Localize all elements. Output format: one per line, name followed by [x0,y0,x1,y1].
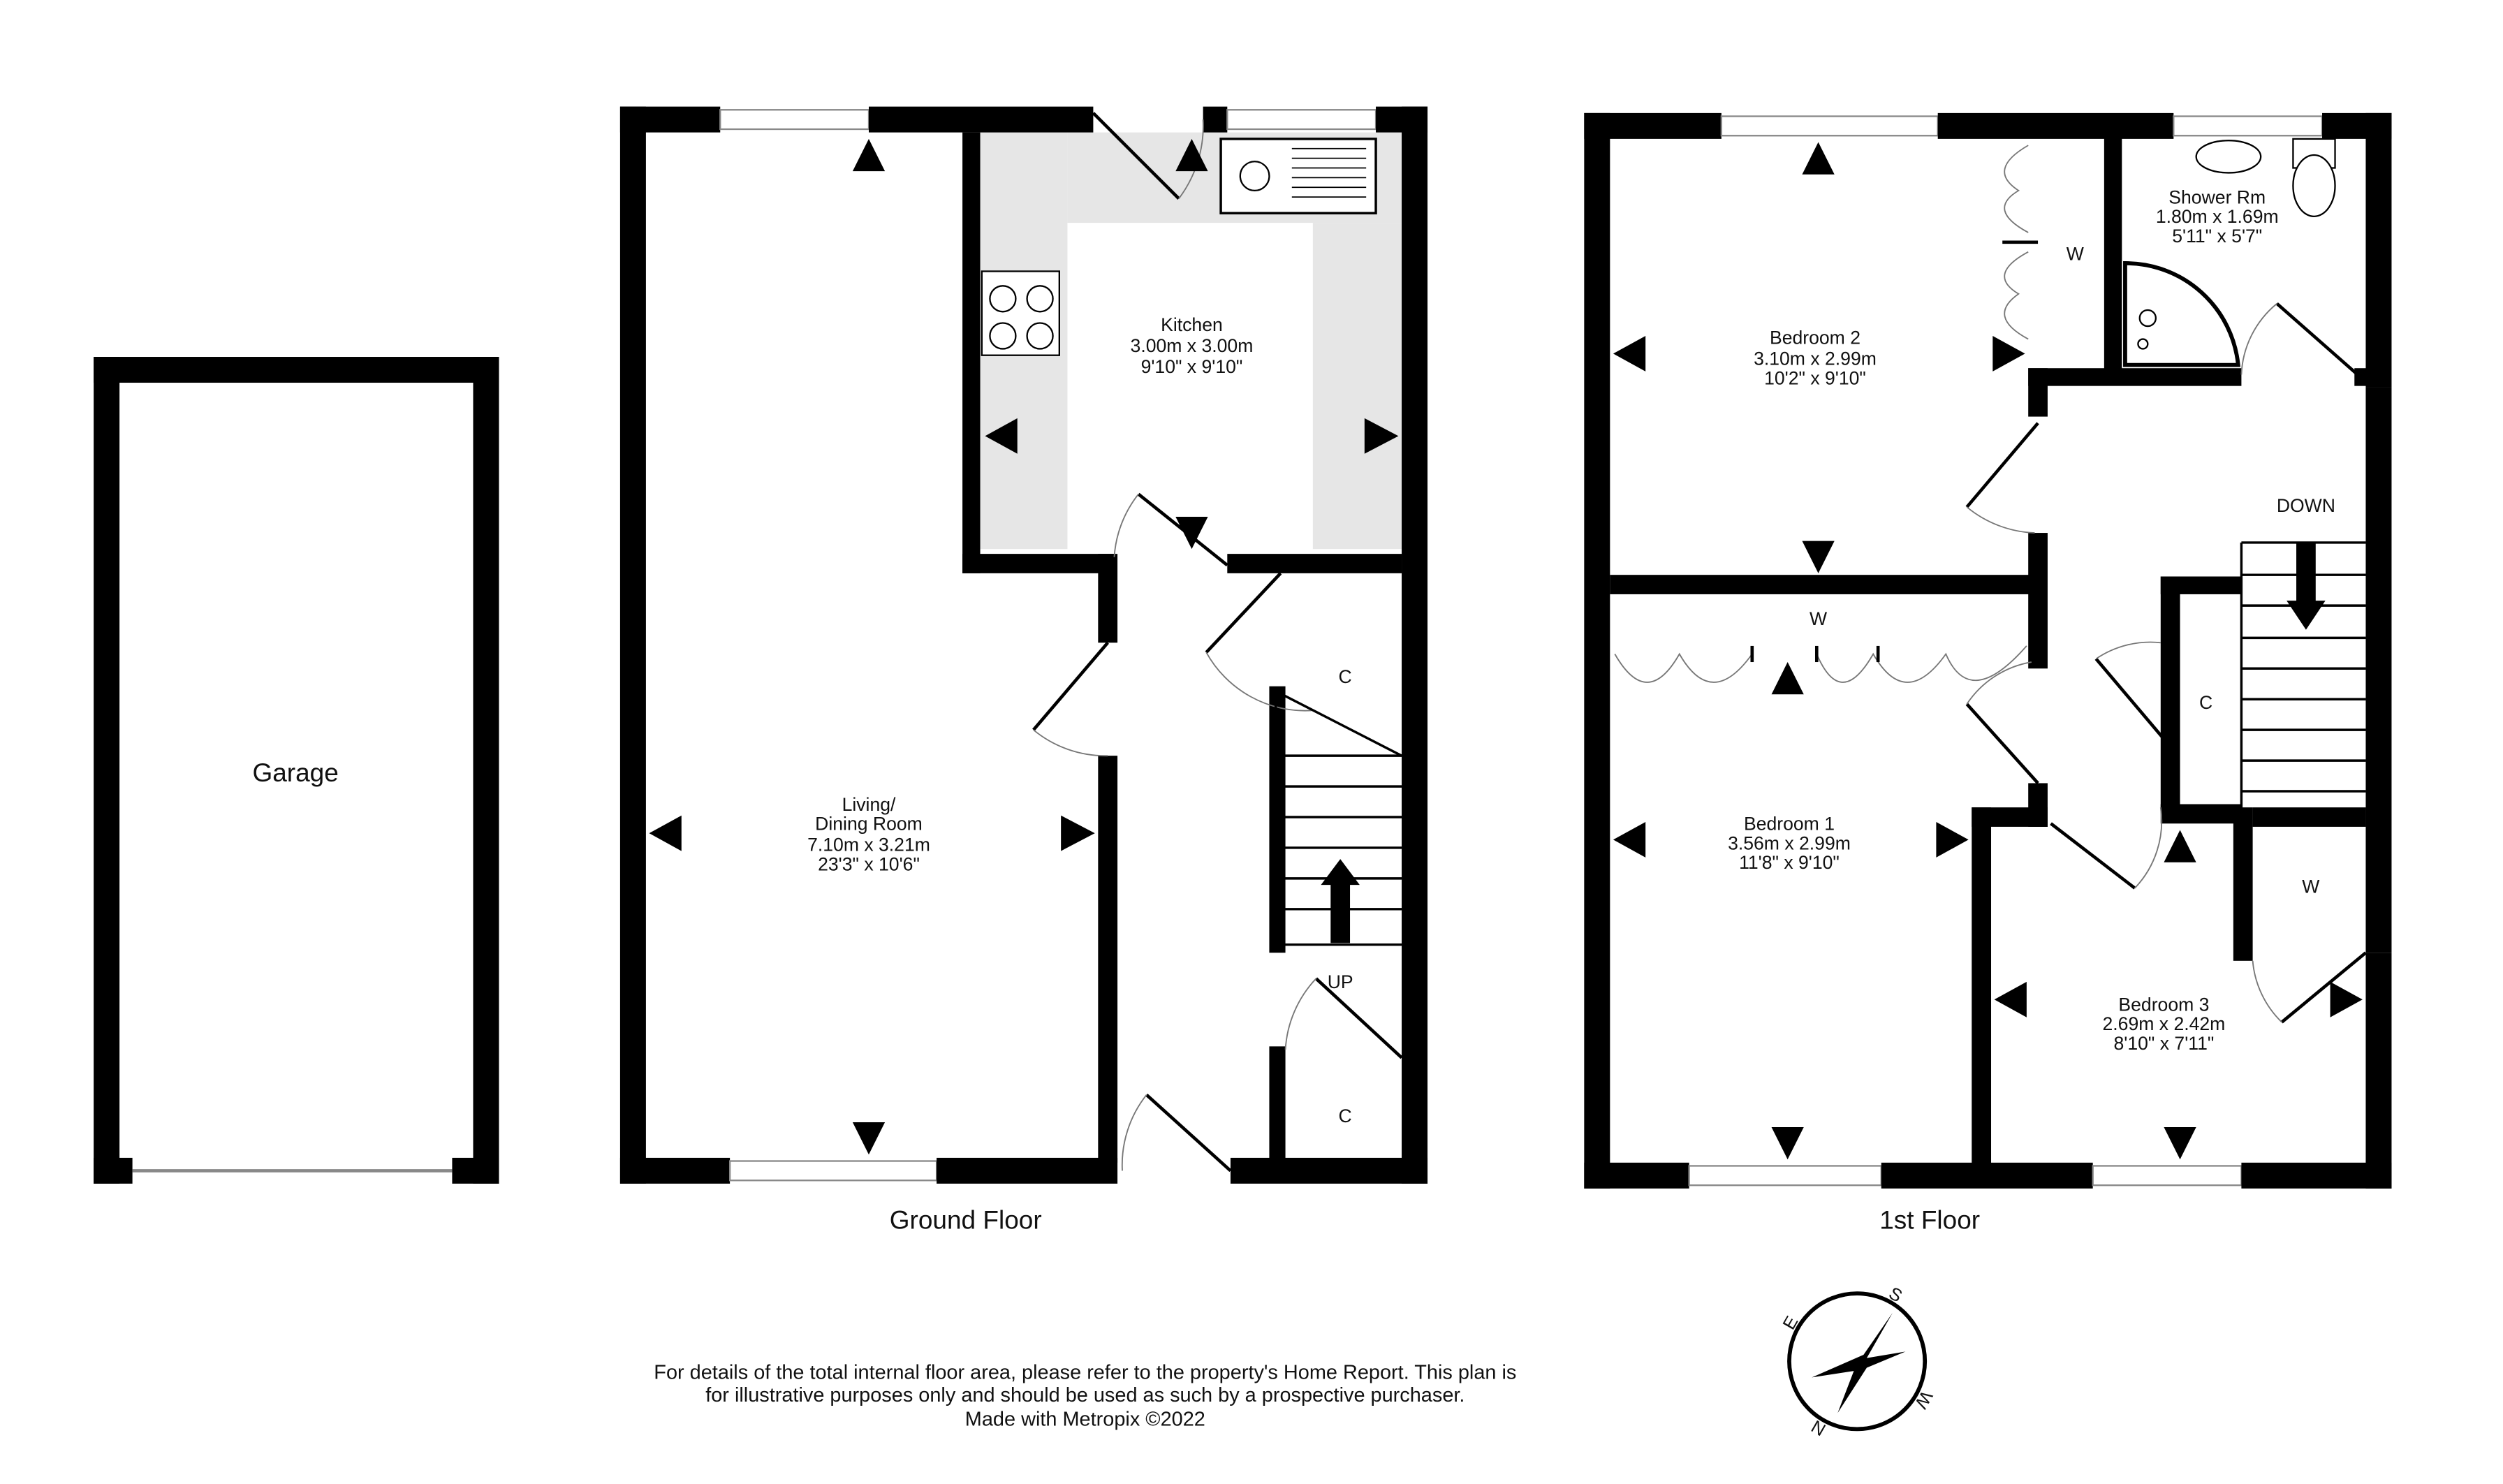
shower-room-name: Shower Rm [2168,186,2266,207]
arrow-icon [1175,516,1208,550]
shower-tray-icon [2123,261,2240,367]
wardrobe-label: W [2067,243,2084,264]
wardrobe-doors [1614,145,2029,683]
arrow-icon [1364,418,1399,454]
ground-floor-title: Ground Floor [890,1206,1042,1235]
arrow-icon [852,1122,886,1155]
washbasin-icon [2195,140,2262,174]
living-metric: 7.10m x 3.21m [807,835,930,855]
arrow-icon [1613,821,1646,858]
ground-floor-plan: Kitchen 3.00m x 3.00m 9'10" x 9'10" Livi… [619,106,1428,1235]
arrow-icon [1771,662,1804,695]
garage: Garage [94,357,499,1184]
hob-icon [981,270,1060,356]
stairs-down-arrow-icon [2287,542,2326,630]
bedroom2-metric: 3.10m x 2.99m [1754,348,1877,369]
arrow-icon [649,815,682,851]
toilet-icon [2292,138,2336,218]
first-floor-title: 1st Floor [1879,1206,1980,1235]
arrow-icon [1802,541,1835,573]
arrow-icon [852,138,886,172]
kitchen-name: Kitchen [1161,314,1223,335]
arrow-icon [1613,335,1646,372]
arrow-icon [1061,815,1095,851]
bedroom3-imperial: 8'10" x 7'11" [2114,1033,2215,1054]
arrow-icon [1175,138,1208,172]
window [1226,109,1377,131]
arrow-icon [2164,1126,2196,1160]
arrow-icon [1992,335,2025,372]
window [719,109,870,131]
bedroom2-imperial: 10'2" x 9'10" [1764,367,1866,388]
credit-line: Made with Metropix ©2022 [965,1409,1205,1431]
arrow-icon [1994,981,2027,1018]
sink-icon [1219,138,1377,214]
window [728,1160,938,1182]
arrow-icon [1771,1126,1804,1160]
cupboard-label: C [2199,692,2212,713]
window [1688,1165,1882,1187]
disclaimer-line-2: for illustrative purposes only and shoul… [705,1384,1465,1406]
kitchen-imperial: 9'10" x 9'10" [1141,356,1243,377]
bedroom1-imperial: 11'8" x 9'10" [1739,852,1840,873]
bedroom1-metric: 3.56m x 2.99m [1728,832,1851,853]
living-imperial: 23'3" x 10'6" [818,853,920,874]
arrow-icon [985,418,1018,454]
stairs-up-label: UP [1328,971,1353,992]
kitchen-metric: 3.00m x 3.00m [1131,335,1254,356]
bedroom3-metric: 2.69m x 2.42m [2103,1013,2226,1034]
stairs-down-label: DOWN [2277,495,2335,516]
wardrobe-label: W [2302,876,2319,897]
cupboard-label: C [1339,1105,1352,1126]
compass-w: W [1911,1388,1936,1412]
first-floor-plan: Bedroom 2 3.10m x 2.99m 10'2" x 9'10" Sh… [1584,112,2392,1235]
stairs-up-arrow-icon [1321,859,1360,943]
wardrobe-label: W [1810,608,1827,629]
compass-icon: E S W N [1779,1284,1937,1439]
window [2173,115,2324,137]
window [2092,1165,2243,1187]
arrow-icon [1802,142,1835,175]
bedroom1-name: Bedroom 1 [1744,814,1835,835]
living-name-2: Dining Room [815,814,923,835]
bedroom3-name: Bedroom 3 [2118,994,2209,1015]
arrow-icon [1936,821,1969,858]
arrow-icon [2164,830,2196,862]
window [1720,115,1939,137]
garage-label: Garage [252,758,338,787]
arrow-icon [2330,981,2363,1018]
cupboard-label: C [1339,666,1352,687]
bedroom2-name: Bedroom 2 [1770,328,1860,348]
kitchen-worktop [1312,223,1402,550]
living-name-1: Living/ [842,794,896,815]
shower-room-metric: 1.80m x 1.69m [2156,206,2279,227]
disclaimer-line-1: For details of the total internal floor … [654,1362,1516,1384]
shower-room-imperial: 5'11" x 5'7" [2172,226,2262,247]
